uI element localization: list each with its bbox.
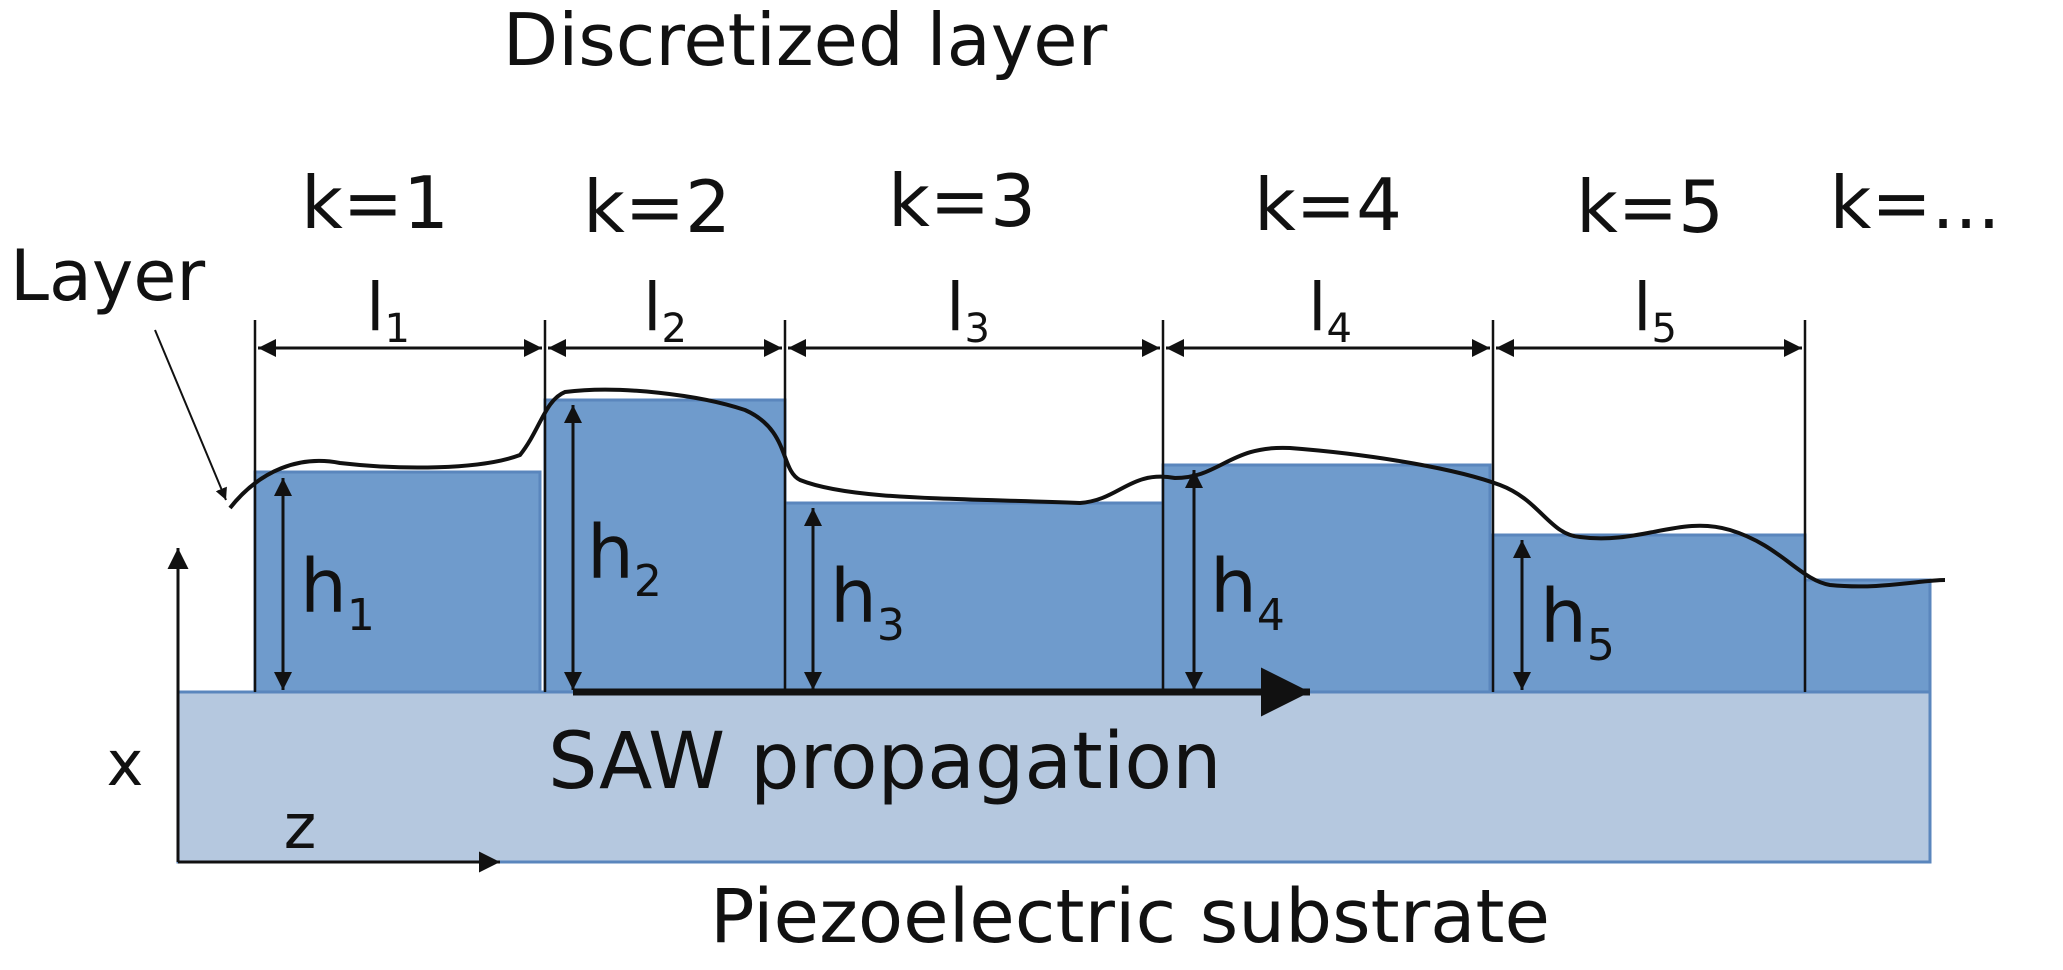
length-label-4: l4	[1308, 269, 1352, 352]
height-labels: h1 h2 h3 h4 h5	[300, 510, 1615, 671]
layer-profile-curve	[228, 387, 1946, 589]
length-labels: l1 l2 l3 l4 l5	[366, 269, 1677, 352]
layer-block-2	[543, 398, 787, 694]
height-arrows	[274, 405, 1531, 690]
length-label-5: l5	[1633, 269, 1677, 352]
height-label-4: h4	[1210, 544, 1285, 641]
x-axis-label: x	[107, 727, 144, 800]
segment-boundaries	[253, 320, 1807, 692]
layer-pointer-arrow	[154, 329, 227, 501]
z-axis-label: z	[284, 790, 317, 863]
coordinate-axes	[167, 548, 500, 873]
layer-block-1	[253, 470, 542, 694]
height-label-1: h1	[300, 544, 375, 641]
k-label-continuation: k=...	[1830, 161, 2001, 245]
length-label-2: l2	[643, 269, 687, 352]
height-label-2: h2	[587, 510, 662, 607]
layer-block-3	[783, 501, 1165, 694]
layer-block-4	[1161, 463, 1492, 694]
length-label-3: l3	[946, 269, 990, 352]
height-label-5: h5	[1540, 574, 1615, 671]
length-label-1: l1	[366, 269, 410, 352]
k-label-1: k=1	[301, 161, 449, 245]
k-label-5: k=5	[1576, 165, 1724, 249]
substrate-label: Piezoelectric substrate	[710, 874, 1550, 960]
layer-block-5	[1491, 533, 1807, 694]
k-label-3: k=3	[888, 159, 1036, 243]
layer-block-continuation	[1803, 578, 1932, 694]
k-label-2: k=2	[583, 165, 731, 249]
layer-label: Layer	[10, 235, 205, 317]
layer-blocks	[253, 398, 1932, 694]
saw-propagation-label: SAW propagation	[548, 717, 1222, 807]
height-label-3: h3	[830, 554, 905, 651]
k-label-4: k=4	[1254, 163, 1402, 247]
diagram-title: Discretized layer	[503, 0, 1108, 82]
k-labels: k=1 k=2 k=3 k=4 k=5 k=...	[301, 159, 2000, 249]
substrate	[176, 690, 1932, 864]
